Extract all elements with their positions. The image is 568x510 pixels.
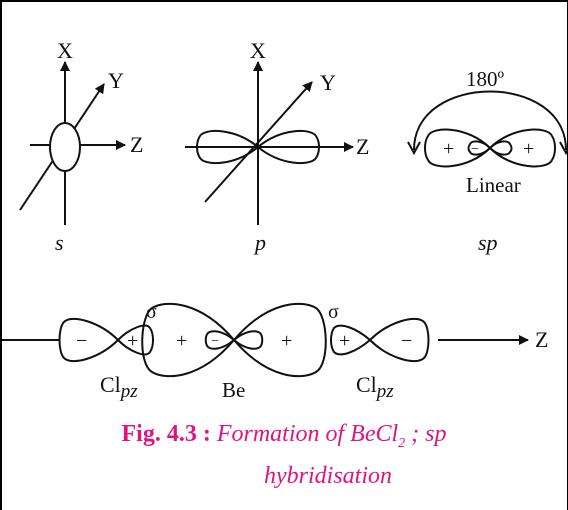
caption-figure-number: Fig. 4.3 :: [121, 421, 211, 447]
be-plus-left: +: [176, 330, 187, 352]
sp-arc-left-arrow: [407, 141, 421, 156]
sigma-left: σ: [146, 301, 157, 323]
s-x-label: X: [57, 38, 73, 63]
p-y-axis: [204, 81, 313, 203]
caption-text-b: ; sp: [405, 421, 447, 447]
p-orbital-label: p: [253, 230, 266, 255]
cl-left-plus: +: [127, 330, 138, 352]
sigma-right: σ: [328, 301, 339, 323]
caption-line-1: Fig. 4.3 : Formation of BeCl2 ; sp: [0, 418, 568, 460]
becl2-group: [2, 302, 529, 378]
sp-small-lobes: [467, 140, 513, 156]
be-small-lobes: [204, 330, 264, 350]
p-z-label: Z: [356, 134, 369, 159]
be-minus-center: −: [211, 334, 219, 349]
cl-right-pz: [330, 317, 430, 363]
s-orbital-shape: [49, 122, 81, 172]
sp-orbital-label: sp: [478, 230, 498, 255]
cl-right-plus: +: [339, 330, 350, 352]
sp-shape-label: Linear: [466, 173, 521, 197]
cl-right-label: Clpz: [356, 372, 394, 402]
sp-plus-right: +: [523, 138, 534, 160]
s-y-label: Y: [108, 68, 124, 93]
cl-right-symbol: Cl: [356, 372, 377, 397]
sp-angle-label: 180º: [466, 67, 505, 91]
s-orbital-group: [19, 61, 126, 225]
p-orbital-lobes: [196, 130, 320, 164]
bottom-z-label: Z: [535, 327, 548, 352]
caption-subscript: 2: [398, 435, 406, 451]
sp-arc-right-arrow: [559, 141, 568, 156]
p-orbital-group: [185, 61, 354, 225]
s-z-label: Z: [130, 132, 143, 157]
sp-orbital-group: [407, 90, 568, 168]
caption-line-2: hybridisation: [0, 460, 568, 492]
sp-plus-left: +: [443, 138, 454, 160]
cl-left-symbol: Cl: [100, 372, 121, 397]
be-plus-right: +: [281, 330, 292, 352]
sp-minus-center: −: [471, 142, 479, 157]
caption-text-a: Formation of BeCl: [216, 421, 399, 447]
cl-left-minus: −: [76, 330, 87, 352]
be-label: Be: [222, 378, 245, 402]
sp-angle-arc: [413, 90, 567, 151]
cl-left-label: Clpz: [100, 372, 138, 402]
p-x-label: X: [250, 38, 266, 63]
caption-text-line2: hybridisation: [263, 462, 392, 489]
cl-left-pz: [58, 317, 154, 363]
p-y-label: Y: [320, 70, 336, 95]
figure-caption: Fig. 4.3 : Formation of BeCl2 ; sp hybri…: [0, 418, 568, 492]
cl-right-pz-subscript: pz: [375, 381, 395, 402]
cl-right-minus: −: [401, 330, 412, 352]
cl-left-pz-subscript: pz: [119, 381, 139, 402]
s-orbital-label: s: [55, 230, 64, 255]
